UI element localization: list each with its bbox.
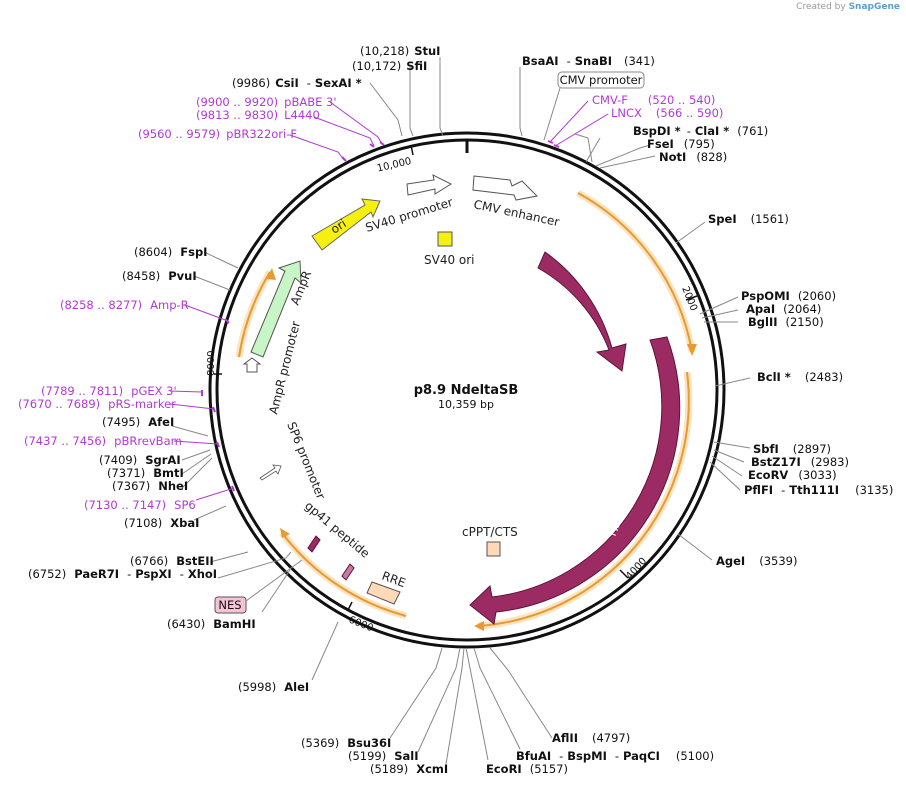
site-spei[interactable]: SpeI(1561) bbox=[708, 212, 789, 226]
backbone bbox=[208, 131, 726, 649]
site-xbai[interactable]: (7108)XbaI bbox=[124, 516, 199, 530]
site-stui[interactable]: (10,218)StuI bbox=[360, 44, 440, 58]
credit-prefix: Created by bbox=[796, 2, 846, 12]
rre-feature: RRE bbox=[366, 569, 408, 605]
site-paer7i-pspxi-xhoi[interactable]: (6752)PaeR7I-PspXI-XhoI bbox=[28, 567, 217, 581]
site-agei[interactable]: AgeI(3539) bbox=[716, 554, 797, 568]
primer-pgex3[interactable]: (7789 .. 7811)pGEX 3' bbox=[41, 384, 177, 398]
snapgene-credit: Created by SnapGene bbox=[796, 2, 900, 12]
site-pflfi-tth111i[interactable]: PflFI-Tth111I(3135) bbox=[744, 483, 893, 497]
site-bsaai-snabi[interactable]: BsaAI-SnaBI(341) bbox=[522, 54, 655, 68]
plasmid-name: p8.9 NdeltaSB bbox=[414, 383, 519, 398]
nes-label: NES bbox=[218, 598, 241, 612]
primer-prsmarker[interactable]: (7670 .. 7689)pRS-marker bbox=[18, 397, 176, 411]
site-sbfi[interactable]: SbfI(2897) bbox=[753, 442, 831, 456]
site-ecori[interactable]: EcoRI(5157) bbox=[486, 762, 568, 776]
site-bmti[interactable]: (7371)BmtI bbox=[107, 466, 184, 480]
ampr-feature: AmpR bbox=[250, 260, 314, 358]
sv40-ori-feature: SV40 ori bbox=[424, 231, 475, 267]
primer-pbrrevbam[interactable]: (7437 .. 7456)pBRrevBam bbox=[24, 434, 182, 448]
cppt-label: cPPT/CTS bbox=[462, 525, 518, 539]
site-apai[interactable]: ApaI(2064) bbox=[746, 302, 821, 316]
primer-connectors bbox=[169, 100, 609, 501]
primer-sp6[interactable]: (7130 .. 7147)SP6 bbox=[84, 498, 196, 512]
cmv-promoter-label-group: CMV promoter bbox=[543, 71, 645, 141]
site-fspi[interactable]: (8604)FspI bbox=[134, 245, 207, 259]
tick-10000: 10,000 bbox=[376, 156, 413, 175]
cmv-promoter-label: CMV promoter bbox=[560, 73, 643, 87]
site-fsei[interactable]: FseI(795) bbox=[647, 137, 715, 151]
site-bsu36i[interactable]: (5369)Bsu36I bbox=[301, 736, 391, 750]
site-connectors bbox=[171, 57, 751, 765]
sp6-promoter-label: SP6 promoter bbox=[284, 420, 328, 501]
site-bfuai-bspmi-paqci[interactable]: BfuAI-BspMI-PaqCI(5100) bbox=[516, 749, 714, 763]
site-aflii[interactable]: AflII(4797) bbox=[552, 731, 630, 745]
sp6-promoter-feature: SP6 promoter bbox=[259, 420, 328, 501]
site-bstz17i[interactable]: BstZ17I(2983) bbox=[751, 455, 849, 469]
site-xcmi[interactable]: (5189)XcmI bbox=[370, 762, 448, 776]
tick-8000: 8000 bbox=[206, 351, 217, 376]
site-bamhi[interactable]: (6430)BamHI bbox=[167, 617, 256, 631]
primer-pbr322ori[interactable]: (9560 .. 9579)pBR322ori-F bbox=[138, 127, 297, 141]
cmv-enhancer-feature: CMV enhancer bbox=[472, 175, 561, 229]
plasmid-size: 10,359 bp bbox=[438, 398, 494, 411]
hiv-gag-feature: HIV-1 gag bbox=[537, 251, 629, 372]
ampr-promoter-feature: AmpR promoter bbox=[242, 320, 303, 416]
primer-l4440[interactable]: (9813 .. 9830)L4440 bbox=[196, 108, 320, 122]
cppt-feature: cPPT/CTS bbox=[462, 525, 518, 557]
site-pvui[interactable]: (8458)PvuI bbox=[122, 269, 197, 283]
primer-cmvf[interactable]: CMV-F(520 .. 540) bbox=[592, 93, 715, 107]
primer-pbabe3[interactable]: (9900 .. 9920)pBABE 3' bbox=[196, 95, 337, 109]
site-bsteii[interactable]: (6766)BstEII bbox=[130, 554, 214, 568]
sv40-ori-label: SV40 ori bbox=[424, 253, 475, 267]
site-bcli[interactable]: BclI *(2483) bbox=[757, 370, 843, 384]
site-bspdi-clai[interactable]: BspDI *-ClaI *(761) bbox=[633, 124, 768, 138]
site-sali[interactable]: (5199)SalI bbox=[348, 749, 419, 763]
site-afei[interactable]: (7495)AfeI bbox=[102, 415, 174, 429]
primer-ticks bbox=[201, 140, 560, 492]
site-sfii[interactable]: (10,172)SfiI bbox=[352, 59, 427, 73]
primer-lncx[interactable]: LNCX(566 .. 590) bbox=[611, 106, 723, 120]
center-title: p8.9 NdeltaSB 10,359 bp bbox=[414, 383, 519, 411]
nes-label-group: NES bbox=[214, 559, 303, 614]
site-pspomi[interactable]: PspOMI(2060) bbox=[741, 289, 836, 303]
site-alei[interactable]: (5998)AleI bbox=[238, 680, 309, 694]
site-nhei[interactable]: (7367)NheI bbox=[112, 479, 188, 493]
primer-ampr[interactable]: (8258 .. 8277)Amp-R bbox=[60, 298, 189, 312]
orf-arcs bbox=[235, 189, 697, 631]
site-ecorv[interactable]: EcoRV(3033) bbox=[748, 468, 837, 482]
snapgene-logo: SnapGene bbox=[848, 2, 900, 12]
site-sgrai[interactable]: (7409)SgrAI bbox=[99, 453, 181, 467]
hiv-pol-feature: HIV-1 pol bbox=[469, 336, 681, 625]
site-noti[interactable]: NotI(828) bbox=[659, 150, 727, 164]
tick-6000: 6000 bbox=[347, 615, 375, 635]
cmv-enhancer-label: CMV enhancer bbox=[472, 197, 560, 229]
site-bglii[interactable]: BglII(2150) bbox=[748, 315, 824, 329]
site-csii-sexai[interactable]: (9986)CsiI-SexAI * bbox=[232, 76, 362, 90]
ori-feature: ori bbox=[311, 198, 381, 251]
